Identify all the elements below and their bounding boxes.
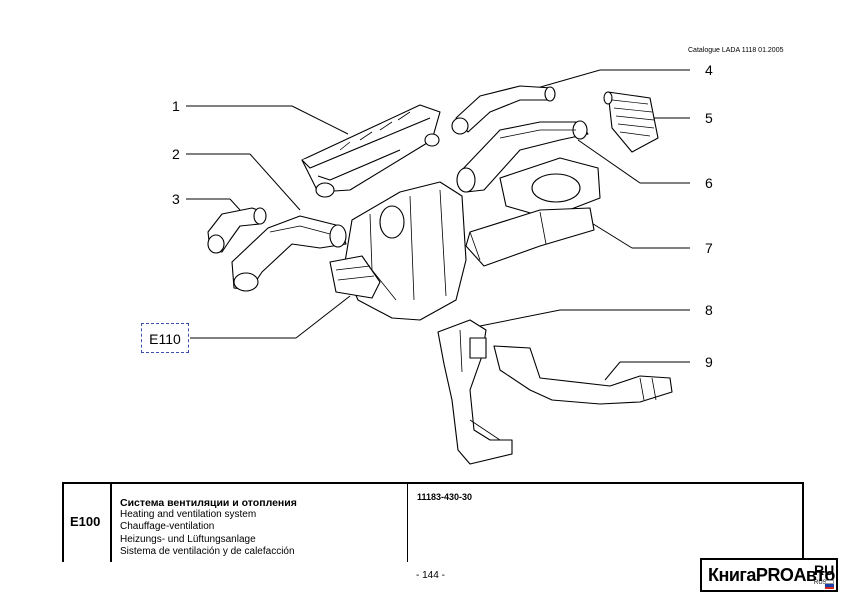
leader-8 xyxy=(469,309,561,329)
leader-9 xyxy=(604,361,621,381)
callout-8: 8 xyxy=(705,302,713,318)
page-number: - 144 - xyxy=(416,570,445,581)
part-9-rear-duct xyxy=(493,345,673,405)
part-1-defroster-duct xyxy=(301,104,441,198)
part-6-air-duct xyxy=(456,120,589,193)
title-es: Sistema de ventilación y de calefacción xyxy=(120,545,295,557)
group-reference-box: E110 xyxy=(141,323,189,353)
callout-3: 3 xyxy=(172,191,180,207)
title-en: Heating and ventilation system xyxy=(120,509,257,521)
title-de: Heizungs- und Lüftungsanlage xyxy=(120,533,256,545)
russia-flag-icon xyxy=(825,580,834,589)
watermark-ru: RU xyxy=(814,562,835,578)
title-block-divider xyxy=(407,484,408,562)
leader-7 xyxy=(589,221,633,249)
title-block-divider xyxy=(110,484,112,562)
part-8-floor-duct xyxy=(437,319,513,465)
callout-1: 1 xyxy=(172,98,180,114)
section-code: E100 xyxy=(70,514,101,529)
catalogue-header: Catalogue LADA 1118 01.2005 xyxy=(688,47,784,54)
callout-5: 5 xyxy=(705,110,713,126)
callout-4: 4 xyxy=(705,62,713,78)
leader-4 xyxy=(529,69,601,91)
watermark-sub: RUS xyxy=(814,580,827,586)
callout-6: 6 xyxy=(705,175,713,191)
part-3-elbow-tube xyxy=(207,207,267,254)
watermark-name: КнигаPROАвто xyxy=(708,565,835,585)
leader-6 xyxy=(577,139,641,184)
callout-2: 2 xyxy=(172,146,180,162)
callout-7: 7 xyxy=(705,240,713,256)
watermark-logo: КнигаPROАвто RU RUS xyxy=(700,558,838,592)
heater-unit xyxy=(329,181,467,321)
part-5-vent-grille xyxy=(603,91,659,153)
part-4-tube xyxy=(451,85,556,135)
section-titles: Система вентиляции и отопления Heating a… xyxy=(120,497,297,558)
title-block: E100 Система вентиляции и отопления Heat… xyxy=(62,482,804,562)
part-number: 11183-430-30 xyxy=(417,492,473,502)
callout-9: 9 xyxy=(705,354,713,370)
part-7-blower-housing xyxy=(465,157,601,267)
title-ru: Система вентиляции и отопления xyxy=(120,497,297,509)
exploded-parts-diagram xyxy=(186,69,690,465)
part-2-side-duct xyxy=(231,215,347,292)
title-fr: Chauffage-ventilation xyxy=(120,521,215,533)
